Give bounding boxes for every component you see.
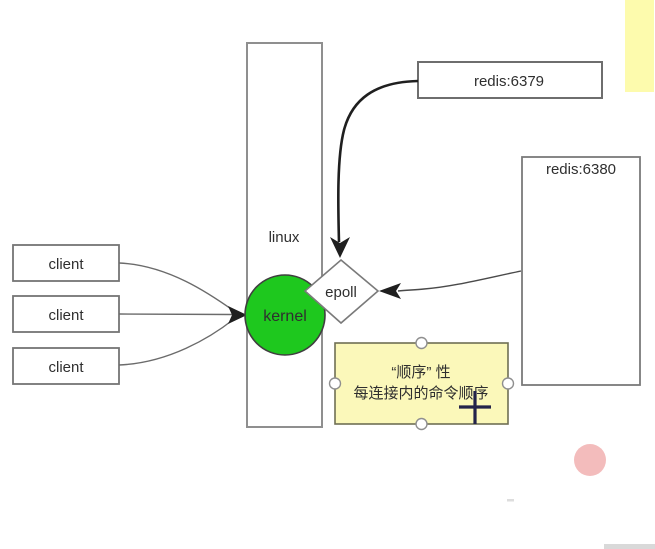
smudge-mark: [507, 499, 514, 502]
sticky-note[interactable]: [334, 342, 509, 425]
epoll-diamond: [303, 258, 380, 325]
linux-box: [246, 42, 323, 428]
arrowhead-clients-to-kernel: [228, 306, 247, 324]
redis-6380-box: [521, 156, 641, 386]
note-resize-handle-right[interactable]: [501, 377, 515, 390]
arrowhead-redis6379-to-epoll: [330, 237, 350, 258]
connector-client1-kernel: [118, 262, 235, 312]
client-label-2: client: [48, 307, 84, 324]
epoll-label: epoll: [325, 284, 357, 301]
redis-6379-box: [417, 61, 603, 99]
kernel-label: kernel: [263, 308, 307, 325]
client-box-1: [12, 244, 120, 282]
client-label-3: client: [48, 359, 84, 376]
note-resize-handle-left[interactable]: [328, 377, 342, 390]
linux-label: linux: [269, 229, 300, 246]
arrow-redis6379-to-epoll: [336, 79, 419, 243]
connector-client3-kernel: [118, 318, 235, 366]
sticky-note-line2: 每连接内的命令顺序: [353, 384, 488, 402]
connector-redis6380-to-epoll: [397, 270, 522, 292]
laser-pointer-dot: [574, 444, 606, 476]
connector-client2-kernel: [118, 313, 233, 316]
client-box-3: [12, 347, 120, 385]
redis-6379-label: redis:6379: [474, 73, 544, 90]
redis-6380-label: redis:6380: [546, 161, 616, 178]
taskbar-fragment: [604, 544, 655, 549]
arrowhead-redis6380-to-epoll: [379, 283, 401, 299]
plus-annotation: [459, 391, 491, 424]
sticky-note-line1: “顺序” 性: [391, 364, 450, 381]
client-label-1: client: [48, 256, 84, 273]
note-resize-handle-top[interactable]: [415, 336, 428, 350]
highlight-strip: [625, 0, 654, 92]
kernel-circle: [244, 274, 326, 356]
note-resize-handle-bottom[interactable]: [415, 417, 428, 431]
